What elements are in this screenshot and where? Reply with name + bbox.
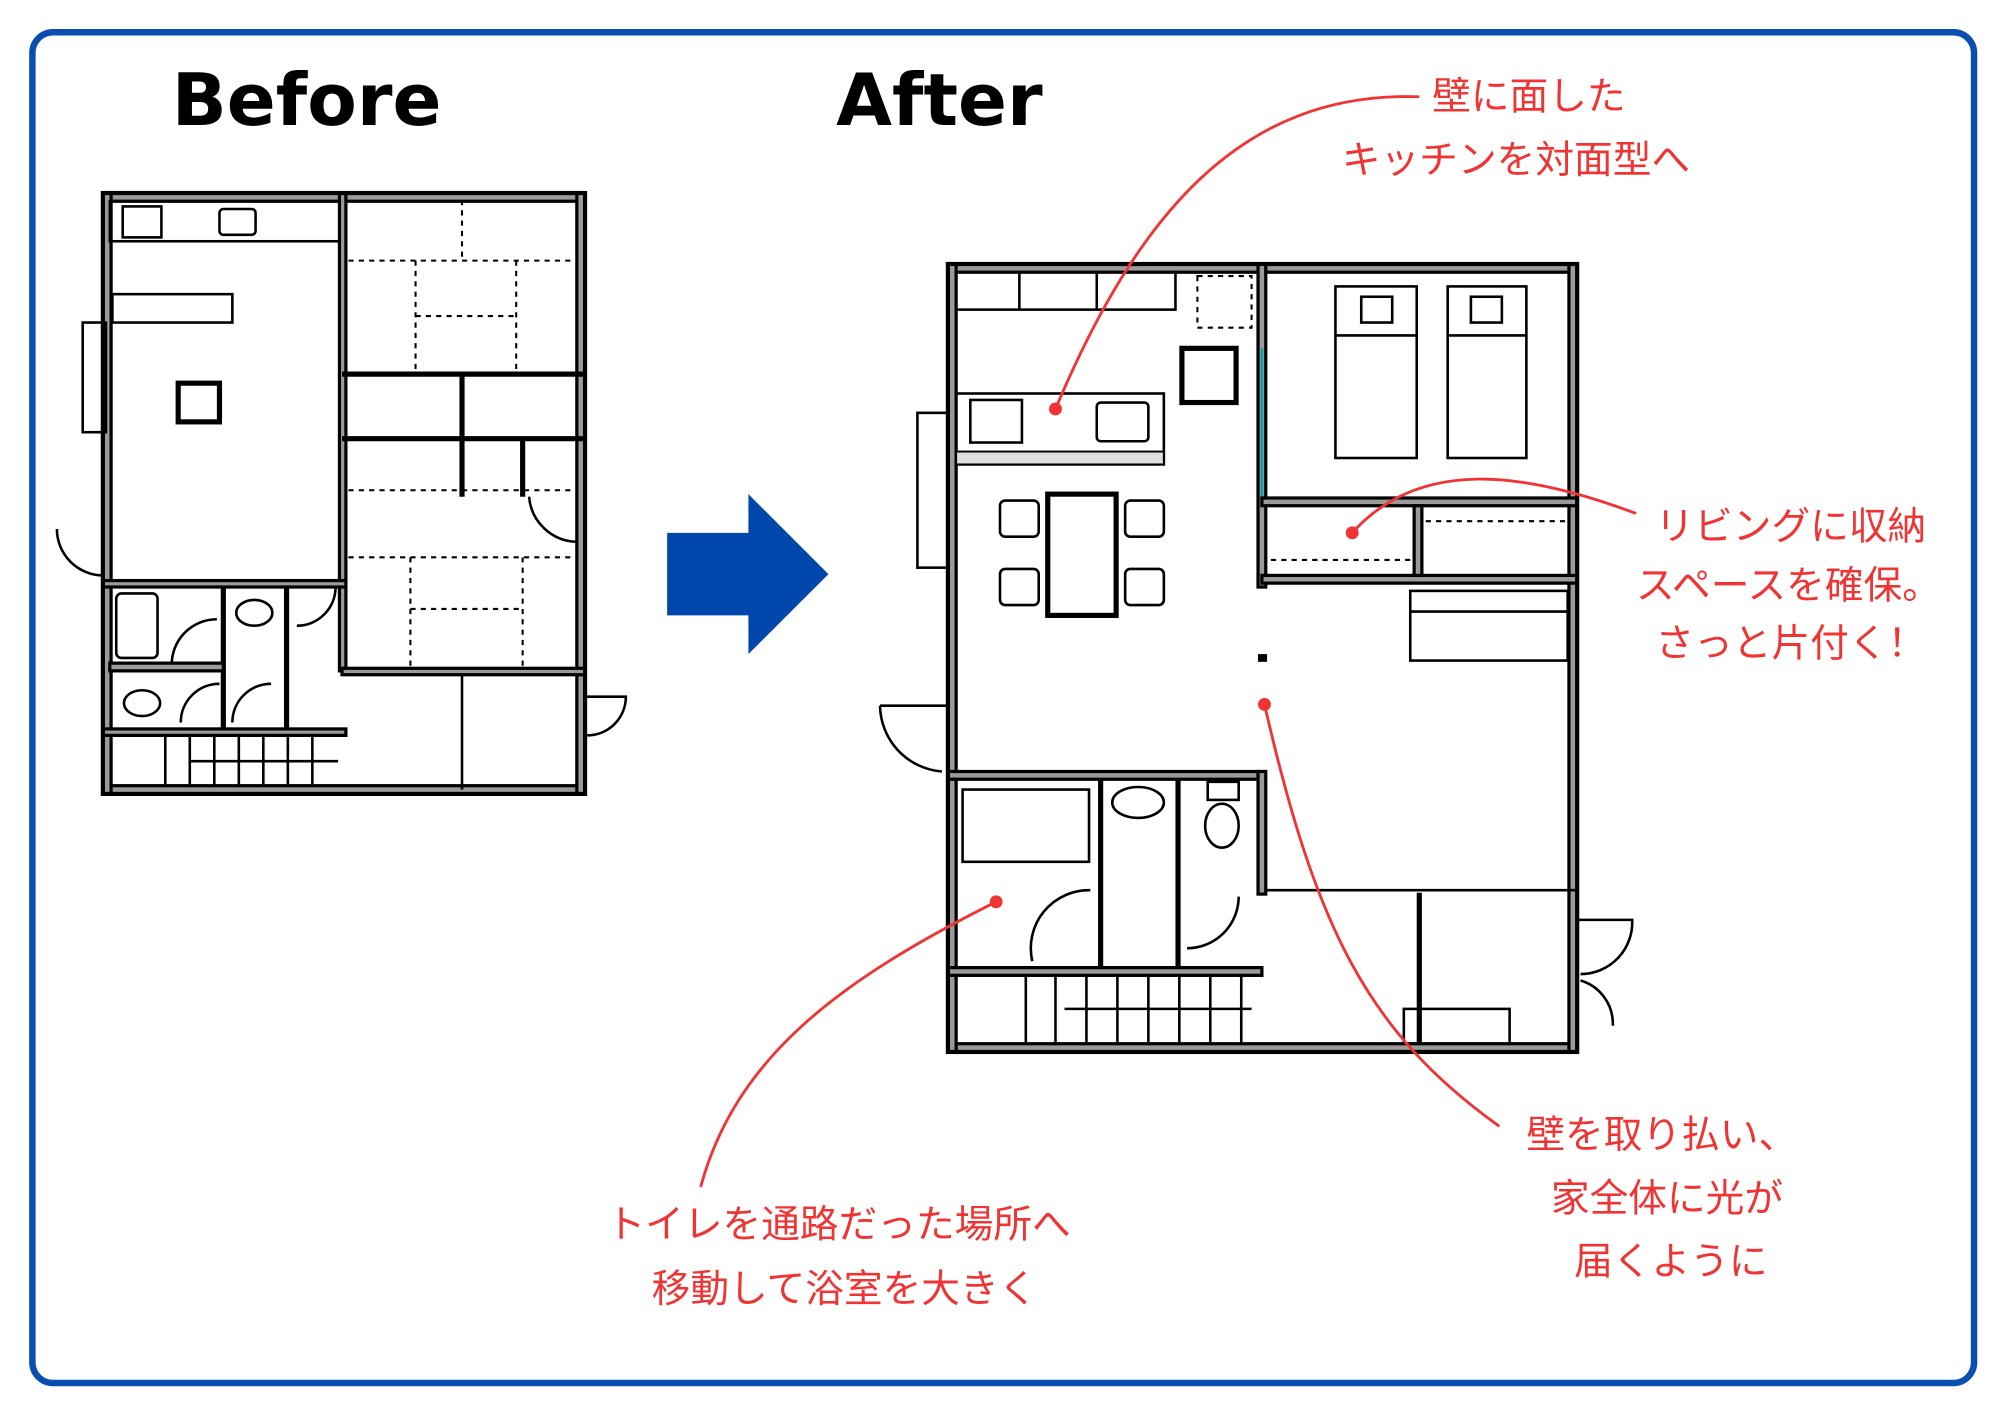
bathtub	[961, 788, 1091, 864]
washbasin-icon	[1110, 785, 1166, 820]
sink-icon	[1095, 401, 1150, 443]
right-arrow-icon	[667, 494, 829, 655]
annotation-toilet: トイレを通路だった場所へ 移動して浴室を大きく	[607, 895, 1071, 1312]
annotation-storage: リビングに収納 スペースを確保。 さっと片付く！	[1345, 477, 1941, 667]
annotation-kitchen-line2: キッチンを対面型へ	[1342, 138, 1690, 183]
annotation-kitchen: 壁に面した キッチンを対面型へ	[1049, 75, 1690, 416]
annotation-toilet-line1: トイレを通路だった場所へ	[607, 1202, 1071, 1247]
annotation-storage-line2: スペースを確保。	[1636, 564, 1941, 609]
after-floor-plan	[878, 261, 1634, 1055]
before-title: Before	[172, 59, 442, 143]
before-floor-plan	[55, 190, 628, 797]
after-title: After	[836, 59, 1043, 143]
annotation-wall-line1: 壁を取り払い、	[1526, 1113, 1797, 1158]
annotation-wall: 壁を取り払い、 家全体に光が 届くように	[1258, 697, 1797, 1285]
toilet-icon	[1203, 802, 1240, 849]
stove-icon	[969, 398, 1024, 444]
annotation-storage-line3: さっと片付く！	[1655, 622, 1926, 667]
dining-table	[1045, 491, 1119, 618]
annotation-wall-line3: 届くように	[1574, 1240, 1767, 1285]
annotation-wall-line2: 家全体に光が	[1551, 1176, 1783, 1221]
frame-border	[29, 29, 1978, 1387]
annotation-storage-line1: リビングに収納	[1655, 504, 1926, 549]
fridge-icon	[1179, 345, 1239, 406]
annotation-kitchen-line1: 壁に面した	[1432, 75, 1625, 120]
sofa	[1408, 589, 1569, 662]
sink-icon	[218, 207, 257, 237]
annotation-toilet-line2: 移動して浴室を大きく	[652, 1267, 1038, 1312]
stove-icon	[121, 205, 163, 239]
